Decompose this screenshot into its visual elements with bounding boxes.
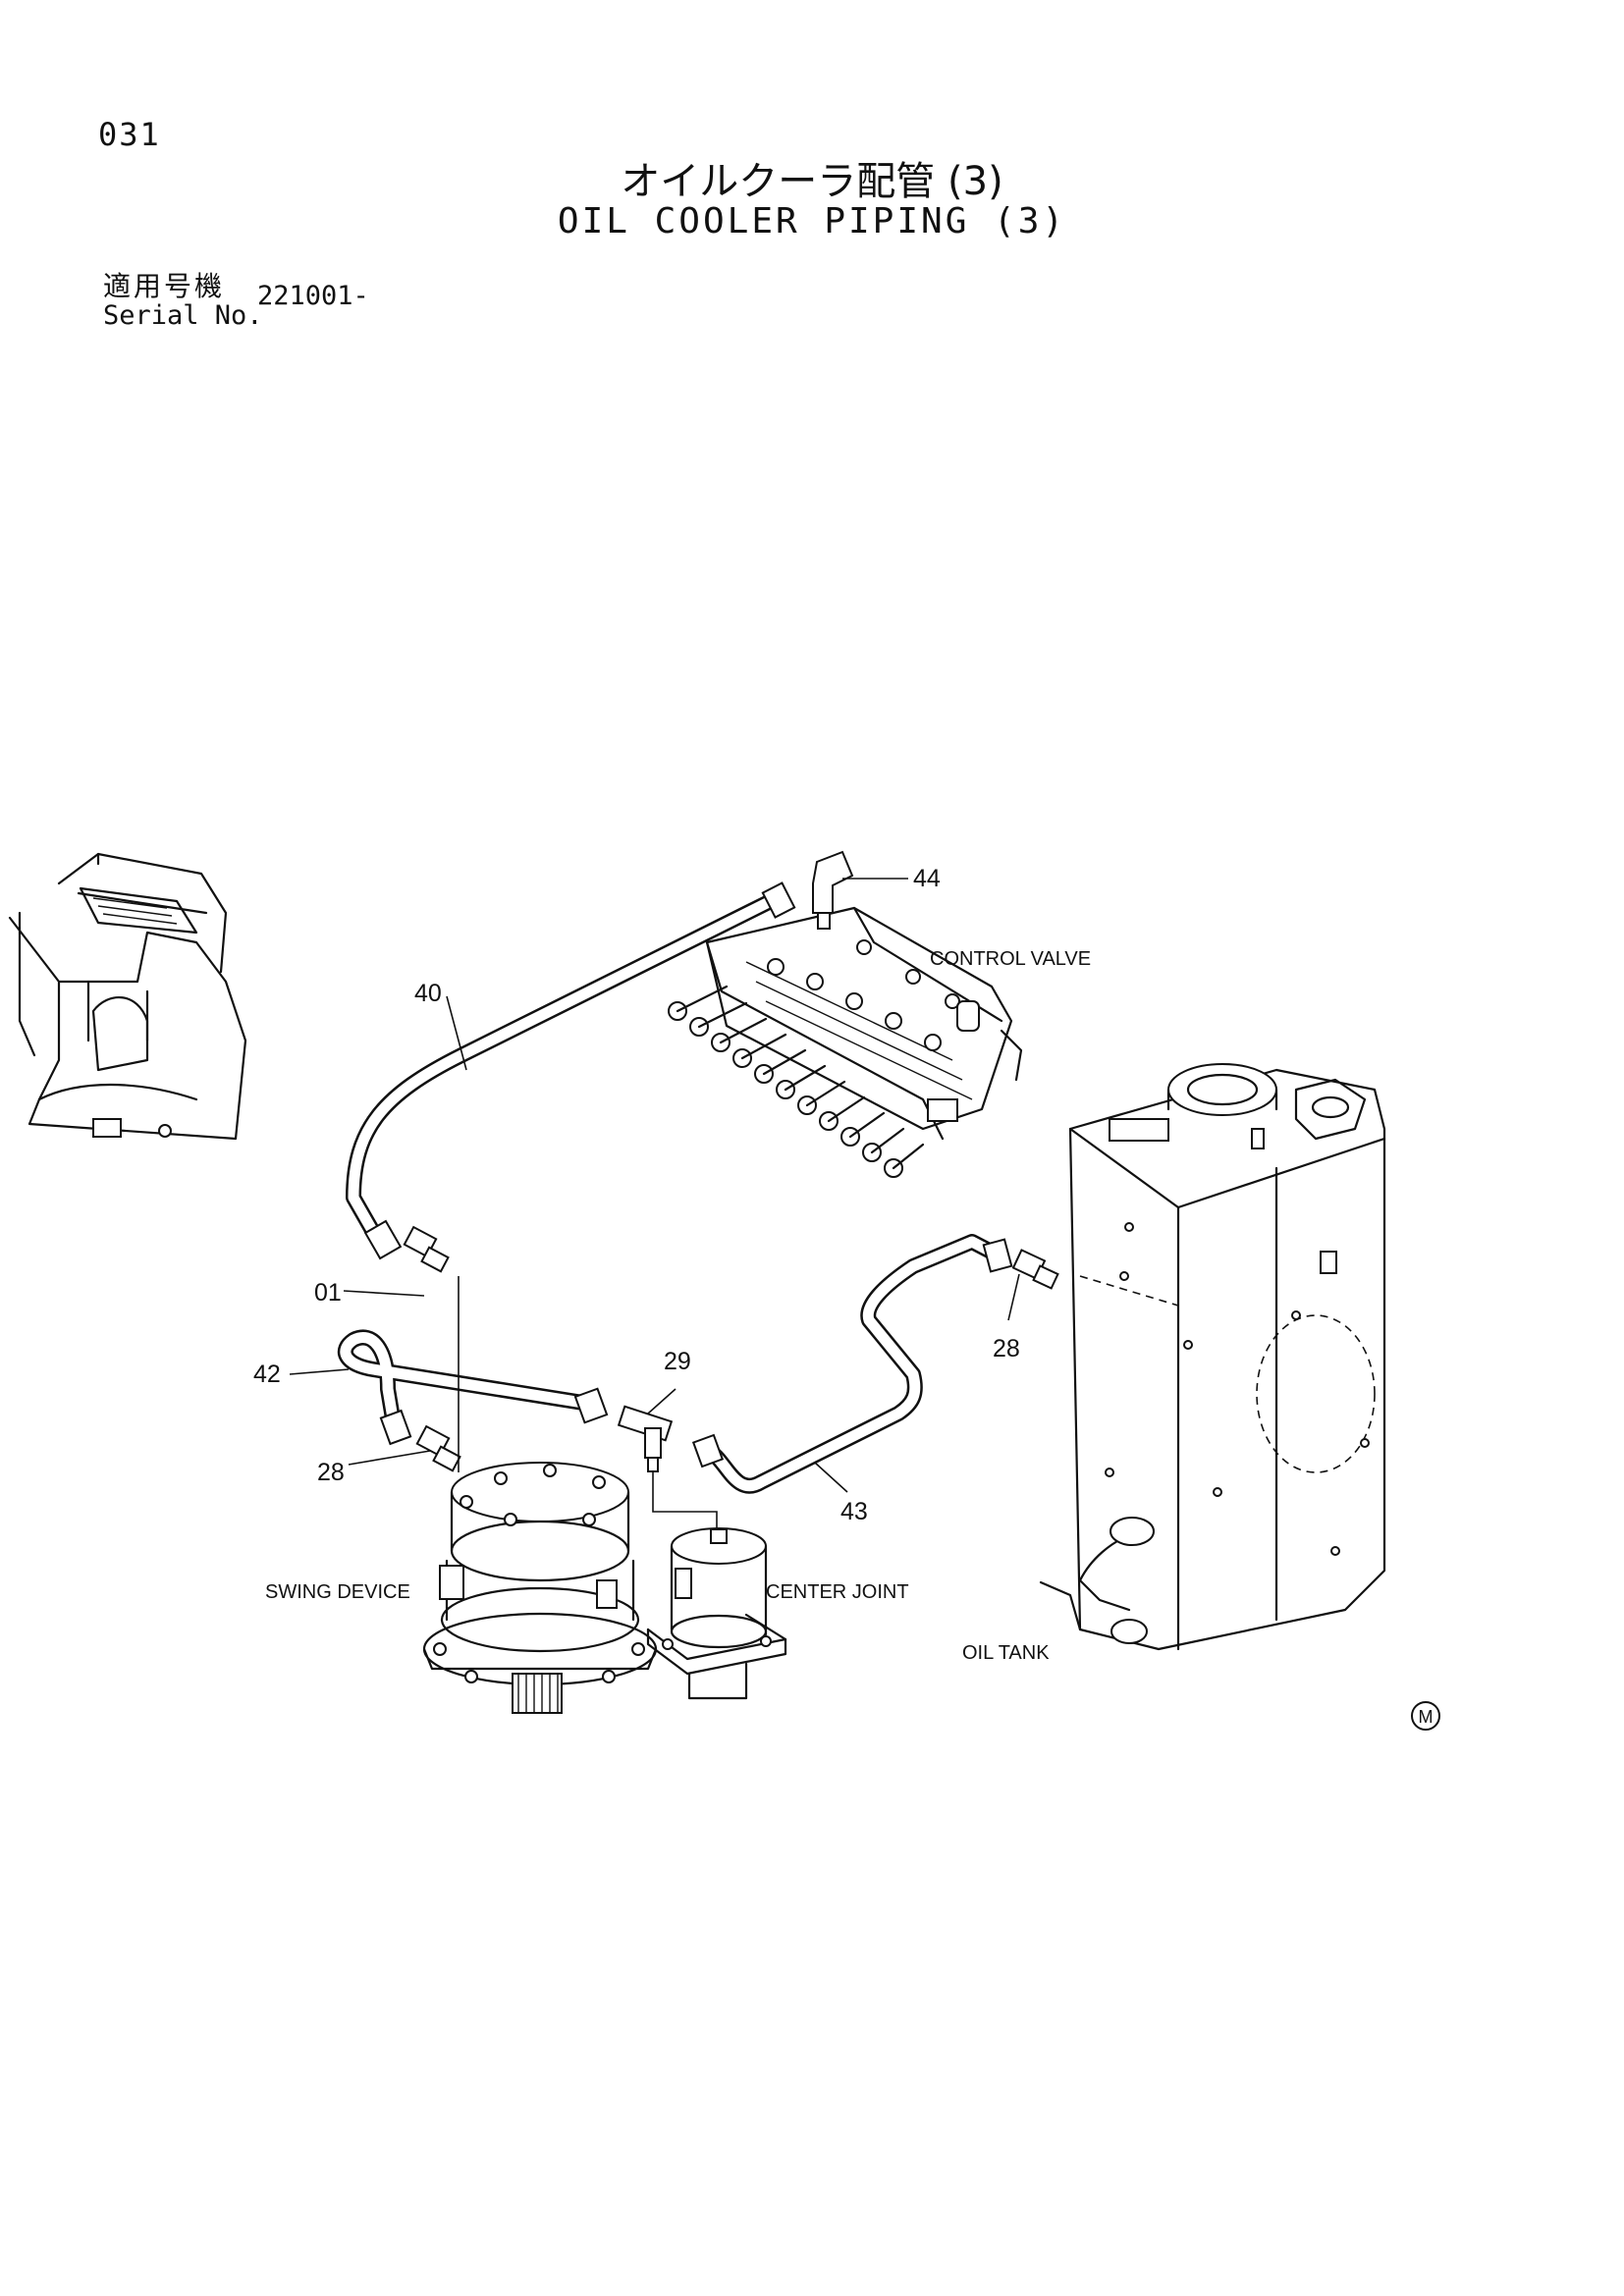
- excavator-thumbnail: [8, 852, 247, 1141]
- callout-44: 44: [913, 865, 941, 892]
- callout-28-left: 28: [317, 1459, 345, 1486]
- callout-43: 43: [840, 1498, 868, 1525]
- label-center-joint: CENTER JOINT: [766, 1581, 909, 1603]
- serial-label-english: Serial No.: [103, 300, 263, 331]
- fitting-28-adapter-right: [1011, 1249, 1059, 1290]
- callout-29: 29: [664, 1348, 691, 1375]
- leader-28-left: [348, 1450, 431, 1466]
- page-number: 031: [98, 116, 161, 153]
- leader-28-right: [1007, 1273, 1020, 1321]
- fitting-29-tee: [617, 1405, 674, 1472]
- leader-40: [446, 995, 467, 1071]
- swing-device: [422, 1462, 658, 1714]
- label-swing-device: SWING DEVICE: [265, 1581, 410, 1603]
- leader-01: [343, 1290, 425, 1297]
- callout-40: 40: [414, 980, 442, 1007]
- hose-43: [691, 1234, 1013, 1494]
- fitting-01-adapter: [403, 1225, 450, 1273]
- connection-line-29-center-joint: [652, 1472, 718, 1529]
- fitting-44-elbow: [812, 850, 854, 930]
- oil-tank: [1039, 1063, 1386, 1651]
- center-joint: [646, 1527, 787, 1700]
- hose-42: [337, 1329, 609, 1446]
- callout-28-right: 28: [993, 1335, 1020, 1362]
- title-japanese: オイルクーラ配管 (3): [621, 159, 1003, 204]
- serial-label-japanese: 適用号機: [103, 270, 226, 302]
- leader-29: [647, 1388, 677, 1415]
- serial-number-value: 221001-: [257, 281, 369, 311]
- label-oil-tank: OIL TANK: [962, 1642, 1050, 1664]
- m-mark-letter: M: [1419, 1707, 1434, 1727]
- hose-40: [346, 881, 796, 1260]
- leader-42: [289, 1368, 350, 1375]
- title-english: OIL COOLER PIPING (3): [557, 201, 1067, 241]
- callout-01: 01: [314, 1279, 342, 1307]
- label-control-valve: CONTROL VALVE: [930, 948, 1091, 970]
- m-mark-symbol: M: [1411, 1701, 1440, 1731]
- leader-43: [814, 1462, 848, 1493]
- fitting-28-adapter-left: [415, 1424, 461, 1472]
- callout-42: 42: [253, 1361, 281, 1388]
- control-valve: [668, 906, 1023, 1178]
